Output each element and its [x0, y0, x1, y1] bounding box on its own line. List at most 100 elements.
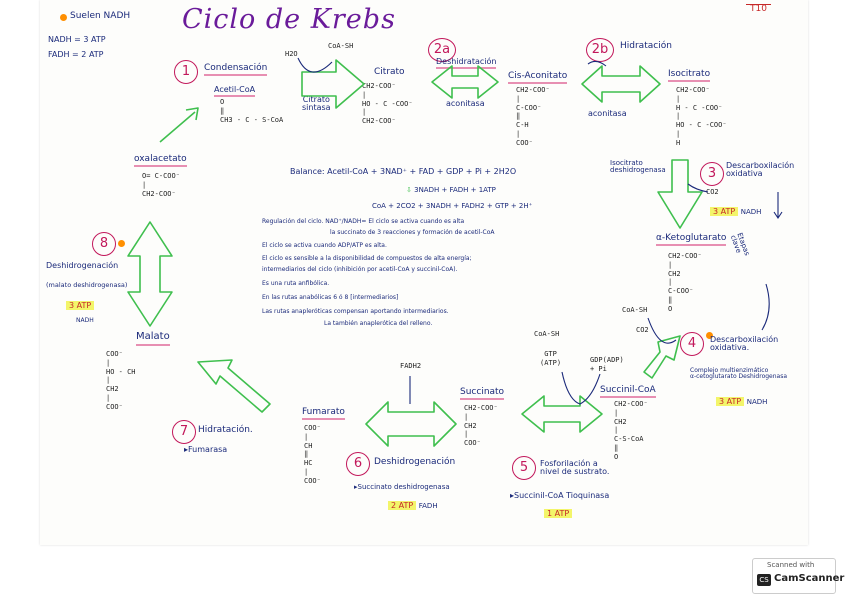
note-7: En las rutas anabólicas 6 ó 8 [intermedi… [262, 294, 399, 301]
note-4: El ciclo es sensible a la disponibilidad… [262, 255, 472, 262]
note-9: La también anaplerótica del relleno. [324, 320, 433, 327]
arrow-step-3 [657, 159, 703, 229]
citrato-label: Citrato [374, 67, 405, 77]
legend-line-1: Suelen NADH [70, 11, 131, 21]
step-2a-name: Deshidratación [436, 57, 497, 70]
curve-step-3-co2 [687, 183, 709, 193]
note-6: Es una ruta anfibólica. [262, 280, 330, 287]
fumarato-label: Fumarato [302, 407, 345, 421]
step-6-fadh2: FADH2 [400, 362, 422, 370]
watermark-brand: CamScanner [774, 573, 845, 584]
akg-formula: CH2-COO⁻ | CH2 | C-COO⁻ ‖ O [668, 252, 702, 313]
arrow-step-5 [521, 395, 603, 433]
step-1-name: Condensación [204, 63, 268, 77]
balance-line-3: CoA + 2CO2 + 3NADH + FADH2 + GTP + 2H⁺ [372, 202, 533, 210]
legend-line-2: NADH = 3 ATP [48, 35, 106, 44]
pathway-arrows [127, 57, 783, 447]
succinil-coa-formula: CH2-COO⁻ | CH2 | C-S-CoA ‖ O [614, 400, 648, 461]
step-5-gdp: GDP(ADP) + Pi [590, 356, 624, 373]
step-5-enzyme: ▸Succinil-CoA Tioquinasa [510, 491, 610, 500]
step-number-6: 6 [346, 452, 370, 476]
arrow-step-2b [581, 65, 661, 103]
step-1-substrate: Acetil-CoA [214, 85, 256, 98]
note-3: El ciclo se activa cuando ADP/ATP es alt… [262, 242, 387, 249]
step-2b-name: Hidratación [620, 41, 672, 51]
arrow-step-6 [365, 401, 457, 447]
step-1-enzyme: Citrato sintasa [302, 95, 331, 113]
arrow-step-2a [431, 65, 499, 99]
curve-step-1-cofactor [297, 57, 333, 73]
curve-step-4-coa [647, 317, 677, 344]
step-6-enzyme: ▸Succinato deshidrogenasa [354, 483, 450, 491]
arrow-oxalacetato-to-acetyl [159, 107, 199, 143]
step-number-5: 5 [512, 456, 536, 480]
step-2a-enzyme: aconitasa [446, 99, 485, 108]
succinato-formula: CH2-COO⁻ | CH2 | COO⁻ [464, 404, 498, 447]
acetyl-coa-formula: O ‖ CH3 - C - S-CoA [220, 98, 284, 124]
watermark-caption: Scanned with [767, 561, 815, 569]
isocitrato-label: Isocitrato [668, 69, 711, 83]
step-7-name: Hidratación. [198, 425, 253, 435]
step-8-name: Deshidrogenación [46, 261, 119, 270]
succinil-coa-label: Succinil-CoA [600, 385, 656, 399]
step-3-enzyme: Isocitrato deshidrogenasa [610, 159, 666, 175]
oxalacetato-formula: O= C-COO⁻ | CH2-COO⁻ [142, 172, 180, 198]
malato-label: Malato [136, 331, 170, 346]
step-4-coa: CoA-SH [622, 306, 648, 314]
isocitrato-formula: CH2-COO⁻ | H - C -COO⁻ | HO - C -COO⁻ | … [676, 86, 727, 147]
step-7-enzyme: ▸Fumarasa [184, 445, 228, 454]
curve-side-note-return [761, 283, 770, 331]
notebook-page: Suelen NADH NADH = 3 ATP FADH = 2 ATP Ci… [40, 0, 808, 545]
oxalacetato-label: oxalacetato [134, 154, 187, 168]
fumarato-formula: COO⁻ | CH ‖ HC | COO⁻ [304, 424, 321, 485]
balance-line-1: Balance: Acetil-CoA + 3NAD⁺ + FAD + GDP … [290, 167, 517, 176]
arrow-step-7 [197, 359, 271, 413]
balance-line-2: ⇩ 3NADH + FADH + 1ATP [406, 186, 496, 194]
step-5-atp: 1 ATP [544, 509, 573, 518]
page-title: Ciclo de Krebs [182, 4, 396, 35]
step-4-nadh: NADH [746, 398, 768, 406]
legend-dot [60, 14, 67, 21]
arrow-step-4 [643, 335, 681, 379]
malato-formula: COO⁻ | HO - CH | CH2 | COO⁻ [106, 350, 136, 411]
step-4-atp: 3 ATP [716, 397, 745, 406]
arrow-step-1 [301, 59, 365, 109]
curve-side-note [773, 192, 783, 219]
step-number-8: 8 [92, 232, 116, 256]
step-6-atp: 2 ATP [388, 501, 417, 510]
balance-arrow-icon: ⇩ [406, 186, 412, 194]
step-5-gtp: GTP (ATP) [540, 350, 562, 367]
step-3-co2: CO2 [706, 188, 719, 196]
step-3-atp: 3 ATP [710, 207, 739, 216]
step-4-enzyme: Complejo multienzimático α-cetoglutarato… [690, 367, 788, 381]
step-1-coa: CoA-SH [328, 42, 354, 50]
step-1-water: H2O [285, 50, 298, 58]
step-4-name: Descarboxilación oxidativa. [710, 335, 779, 353]
curve-step-5-gtp [561, 371, 601, 405]
step-6-name: Deshidrogenación [374, 457, 456, 467]
citrato-formula: CH2-COO⁻ | HO - C -COO⁻ | CH2-COO⁻ [362, 82, 413, 125]
step-number-4: 4 [680, 332, 704, 356]
succinato-label: Succinato [460, 387, 505, 401]
page-tag: T10 [746, 4, 771, 14]
step-2b-enzyme: aconitasa [588, 109, 627, 118]
cis-aconitato-label: Cis-Aconitato [508, 71, 568, 85]
step-5-coa: CoA-SH [534, 330, 560, 338]
step-6-fadh: FADH [418, 502, 438, 510]
note-8: Las rutas anapleróticas compensan aporta… [262, 308, 449, 315]
step-number-2b: 2b [586, 38, 614, 62]
step-number-1: 1 [174, 60, 198, 84]
note-5: intermediarios del ciclo (inhibición por… [262, 266, 458, 273]
step-8-nadh: NADH [76, 317, 94, 324]
step-8-atp: 3 ATP [66, 301, 95, 310]
step-3-nadh: NADH [740, 208, 762, 216]
cis-aconitato-formula: CH2-COO⁻ | C-COO⁻ ‖ C-H | COO⁻ [516, 86, 550, 147]
legend-line-3: FADH = 2 ATP [48, 50, 104, 59]
camscanner-watermark: Scanned with CS CamScanner [752, 558, 844, 594]
arrow-step-8 [127, 221, 173, 327]
step-number-3: 3 [700, 162, 724, 186]
step-number-7: 7 [172, 420, 196, 444]
akg-label: α-Ketoglutarato [656, 233, 727, 247]
curve-step-2b-cofactor [587, 60, 607, 67]
note-1: Regulación del ciclo. NAD⁺/NADH= El cicl… [262, 218, 465, 225]
